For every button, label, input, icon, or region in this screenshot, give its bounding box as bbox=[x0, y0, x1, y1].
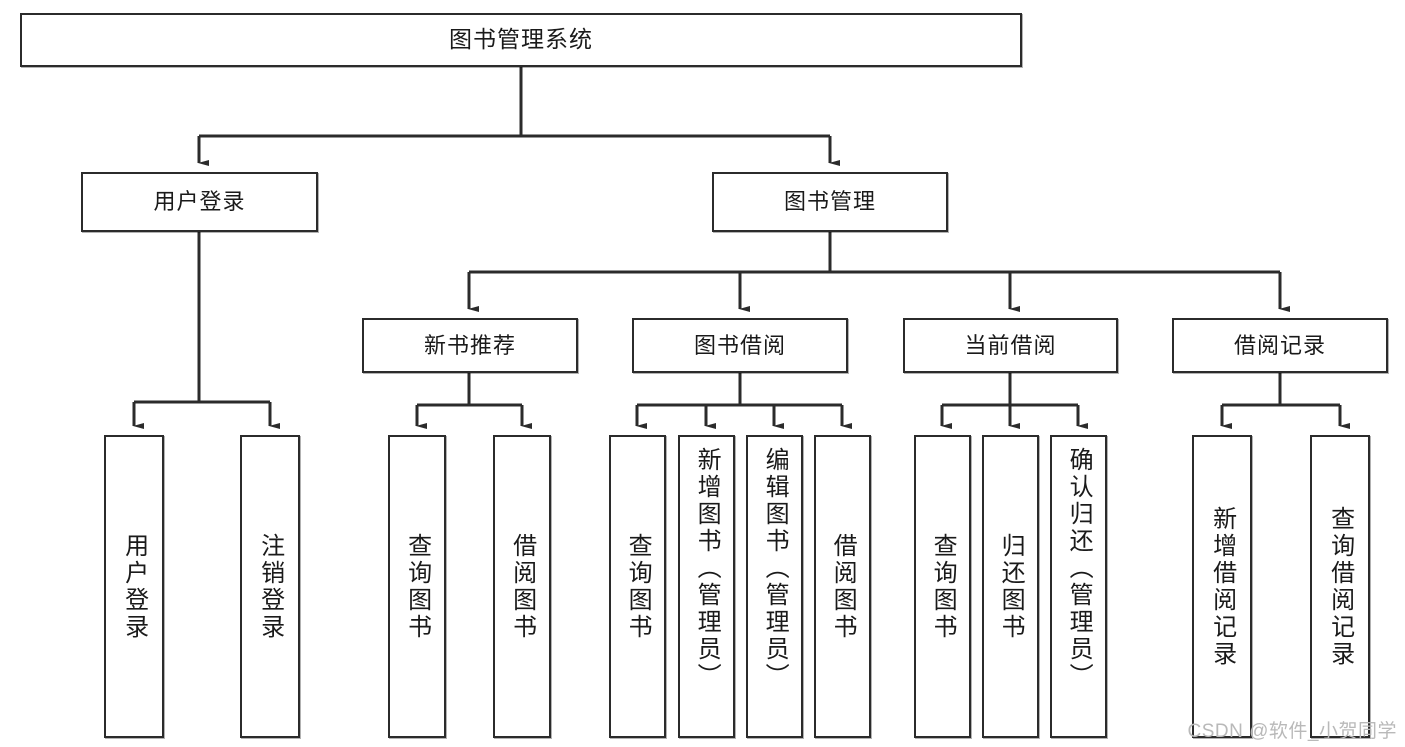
node-book-borrow[interactable]: 图书借阅 bbox=[632, 318, 848, 373]
node-label: 查询图书 bbox=[929, 532, 957, 641]
leaf-query-book-current[interactable]: 查询图书 bbox=[914, 435, 971, 738]
node-label: 图书管理系统 bbox=[449, 26, 593, 53]
leaf-query-book-new[interactable]: 查询图书 bbox=[388, 435, 446, 738]
node-book-management[interactable]: 图书管理 bbox=[712, 172, 948, 232]
node-label: 新增图书（管理员） bbox=[693, 447, 721, 690]
leaf-edit-book-admin[interactable]: 编辑图书（管理员） bbox=[746, 435, 803, 738]
node-label: 当前借阅 bbox=[964, 332, 1057, 358]
node-label: 图书管理 bbox=[783, 189, 876, 215]
leaf-borrow-book[interactable]: 借阅图书 bbox=[814, 435, 871, 738]
node-label: 确认归还（管理员） bbox=[1065, 447, 1093, 690]
node-label: 借阅图书 bbox=[829, 532, 857, 641]
node-label: 查询图书 bbox=[403, 532, 431, 641]
node-new-book-recommend[interactable]: 新书推荐 bbox=[362, 318, 578, 373]
leaf-return-book[interactable]: 归还图书 bbox=[982, 435, 1039, 738]
node-current-borrow[interactable]: 当前借阅 bbox=[903, 318, 1118, 373]
node-label: 用户登录 bbox=[153, 189, 246, 215]
node-root-system[interactable]: 图书管理系统 bbox=[20, 13, 1022, 67]
node-user-login[interactable]: 用户登录 bbox=[81, 172, 318, 232]
leaf-borrow-book-new[interactable]: 借阅图书 bbox=[493, 435, 551, 738]
node-label: 借阅记录 bbox=[1233, 332, 1326, 358]
node-label: 图书借阅 bbox=[693, 332, 786, 358]
leaf-add-book-admin[interactable]: 新增图书（管理员） bbox=[678, 435, 735, 738]
node-label: 查询借阅记录 bbox=[1326, 505, 1354, 668]
leaf-query-book-borrow[interactable]: 查询图书 bbox=[609, 435, 666, 738]
node-label: 新书推荐 bbox=[423, 332, 516, 358]
leaf-query-borrow-record[interactable]: 查询借阅记录 bbox=[1310, 435, 1370, 738]
node-label: 新增借阅记录 bbox=[1208, 505, 1236, 668]
leaf-logout[interactable]: 注销登录 bbox=[240, 435, 300, 738]
node-label: 编辑图书（管理员） bbox=[761, 447, 789, 690]
node-borrow-record[interactable]: 借阅记录 bbox=[1172, 318, 1388, 373]
node-label: 注销登录 bbox=[256, 532, 284, 641]
leaf-add-borrow-record[interactable]: 新增借阅记录 bbox=[1192, 435, 1252, 738]
csdn-watermark: CSDN @软件_小贺同学 bbox=[1187, 721, 1397, 742]
node-label: 借阅图书 bbox=[508, 532, 536, 641]
leaf-confirm-return-admin[interactable]: 确认归还（管理员） bbox=[1050, 435, 1107, 738]
leaf-user-login[interactable]: 用户登录 bbox=[104, 435, 164, 738]
node-label: 归还图书 bbox=[997, 532, 1025, 641]
node-label: 用户登录 bbox=[120, 532, 148, 641]
node-label: 查询图书 bbox=[624, 532, 652, 641]
